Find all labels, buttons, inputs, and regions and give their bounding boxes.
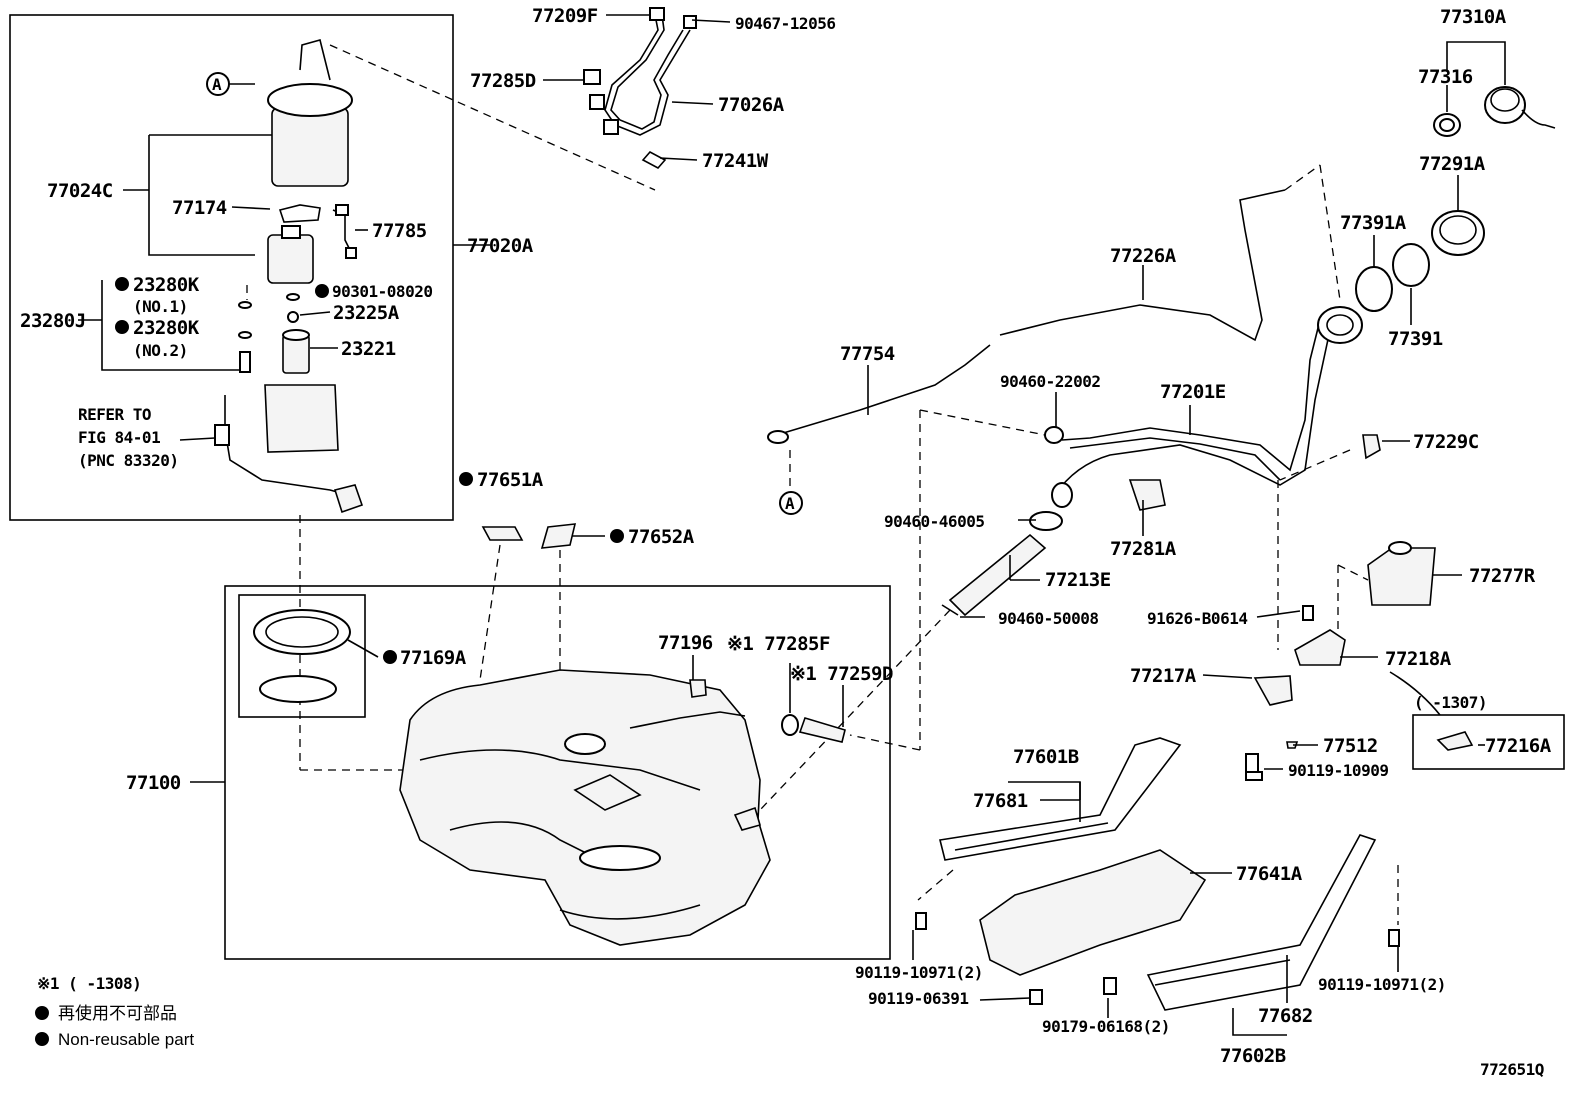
label-77681: 77681 — [973, 790, 1028, 812]
label-no1: (NO.1) — [133, 297, 188, 316]
label-77651A: 77651A — [477, 469, 544, 491]
tank-straps — [915, 737, 1400, 1011]
leader-lines — [78, 14, 1506, 1036]
label-77196: 77196 — [658, 632, 713, 654]
label-77652A: 77652A — [628, 526, 695, 548]
label-77174: 77174 — [172, 197, 227, 219]
ref-marker-a-text-2: A — [212, 75, 222, 94]
label-1307: ( -1307) — [1414, 693, 1487, 712]
label-77285D: 77285D — [470, 70, 536, 92]
pad-77652A — [540, 523, 577, 549]
label-refer-to: REFER TO — [78, 405, 151, 424]
label-90301-08020: 90301-08020 — [332, 282, 432, 301]
label-77241W: 77241W — [702, 150, 769, 172]
label-23221: 23221 — [341, 338, 396, 360]
label-77020A: 77020A — [467, 235, 534, 257]
label-no2: (NO.2) — [133, 341, 188, 360]
figure-id: 772651Q — [1480, 1060, 1544, 1079]
note-nonreusable: Non-reusable part — [58, 1030, 194, 1049]
label-90119-10909: 90119-10909 — [1288, 761, 1388, 780]
label-77310A: 77310A — [1440, 6, 1507, 28]
ref-marker-a-text: A — [785, 494, 795, 513]
label-77213E: 77213E — [1045, 569, 1111, 591]
ref-marker-a-icon — [779, 491, 803, 515]
label-77754: 77754 — [840, 343, 895, 365]
label-90460-50008: 90460-50008 — [998, 609, 1098, 628]
label-77391: 77391 — [1388, 328, 1443, 350]
label-77512: 77512 — [1323, 735, 1378, 757]
label-90179-06168: 90179-06168(2) — [1042, 1017, 1170, 1036]
label-refer-pnc: (PNC 83320) — [78, 451, 178, 470]
label-77026A: 77026A — [718, 94, 785, 116]
label-77216A: 77216A — [1485, 735, 1552, 757]
part-labels: 77209F 90467-12056 77285D 77026A 77241W … — [20, 5, 1552, 1079]
label-77316: 77316 — [1418, 66, 1473, 88]
label-23280J: 23280J — [20, 310, 86, 332]
label-23225A: 23225A — [333, 302, 400, 324]
filler-pipe-group — [767, 189, 1436, 617]
label-77785: 77785 — [372, 220, 427, 242]
label-90467-12056: 90467-12056 — [735, 14, 835, 33]
label-77291A: 77291A — [1419, 153, 1486, 175]
label-77226A: 77226A — [1110, 245, 1177, 267]
label-23280K-no1: 23280K — [133, 274, 200, 296]
tank-box — [224, 585, 891, 960]
inset-77216A-box — [1412, 714, 1565, 770]
note-japanese: 再使用不可部品 — [58, 1003, 177, 1023]
gasket-inset-box — [238, 594, 366, 718]
label-90119-10971-left: 90119-10971(2) — [855, 963, 983, 982]
label-refer-fig: FIG 84-01 — [78, 428, 160, 447]
fuel-tank — [399, 669, 771, 946]
note-footnote-1308: ※1 ( -1308) — [37, 974, 141, 993]
fuel-cap-group — [1355, 86, 1556, 312]
bracket-group — [1245, 605, 1474, 781]
pad-77651A — [481, 526, 524, 541]
label-77217A: 77217A — [1130, 665, 1197, 687]
label-77641A: 77641A — [1236, 863, 1303, 885]
nonreusable-bullets — [35, 277, 624, 1046]
label-77169A: 77169A — [400, 647, 467, 669]
label-77100: 77100 — [126, 772, 181, 794]
label-91626-B0614: 91626-B0614 — [1147, 609, 1247, 628]
breather-hose-assembly — [583, 7, 697, 170]
label-90460-46005: 90460-46005 — [884, 512, 984, 531]
label-90119-06391: 90119-06391 — [868, 989, 968, 1008]
label-77285F: ※1 77285F — [727, 633, 830, 655]
pump-module-box — [9, 14, 454, 521]
label-77209F: 77209F — [532, 5, 598, 27]
label-90119-10971-right: 90119-10971(2) — [1318, 975, 1446, 994]
label-77682: 77682 — [1258, 1005, 1313, 1027]
label-90460-22002: 90460-22002 — [1000, 372, 1100, 391]
label-77602B: 77602B — [1220, 1045, 1286, 1067]
label-77281A: 77281A — [1110, 538, 1177, 560]
gasket — [259, 675, 337, 703]
label-77277R: 77277R — [1469, 565, 1536, 587]
label-77229C: 77229C — [1413, 431, 1479, 453]
label-77201E: 77201E — [1160, 381, 1226, 403]
label-23280K-no2: 23280K — [133, 317, 200, 339]
label-77259D: ※1 77259D — [790, 663, 893, 685]
label-77024C: 77024C — [47, 180, 113, 202]
label-77391A: 77391A — [1340, 212, 1407, 234]
label-77218A: 77218A — [1385, 648, 1452, 670]
label-77601B: 77601B — [1013, 746, 1079, 768]
fuel-pump-module — [206, 39, 364, 514]
